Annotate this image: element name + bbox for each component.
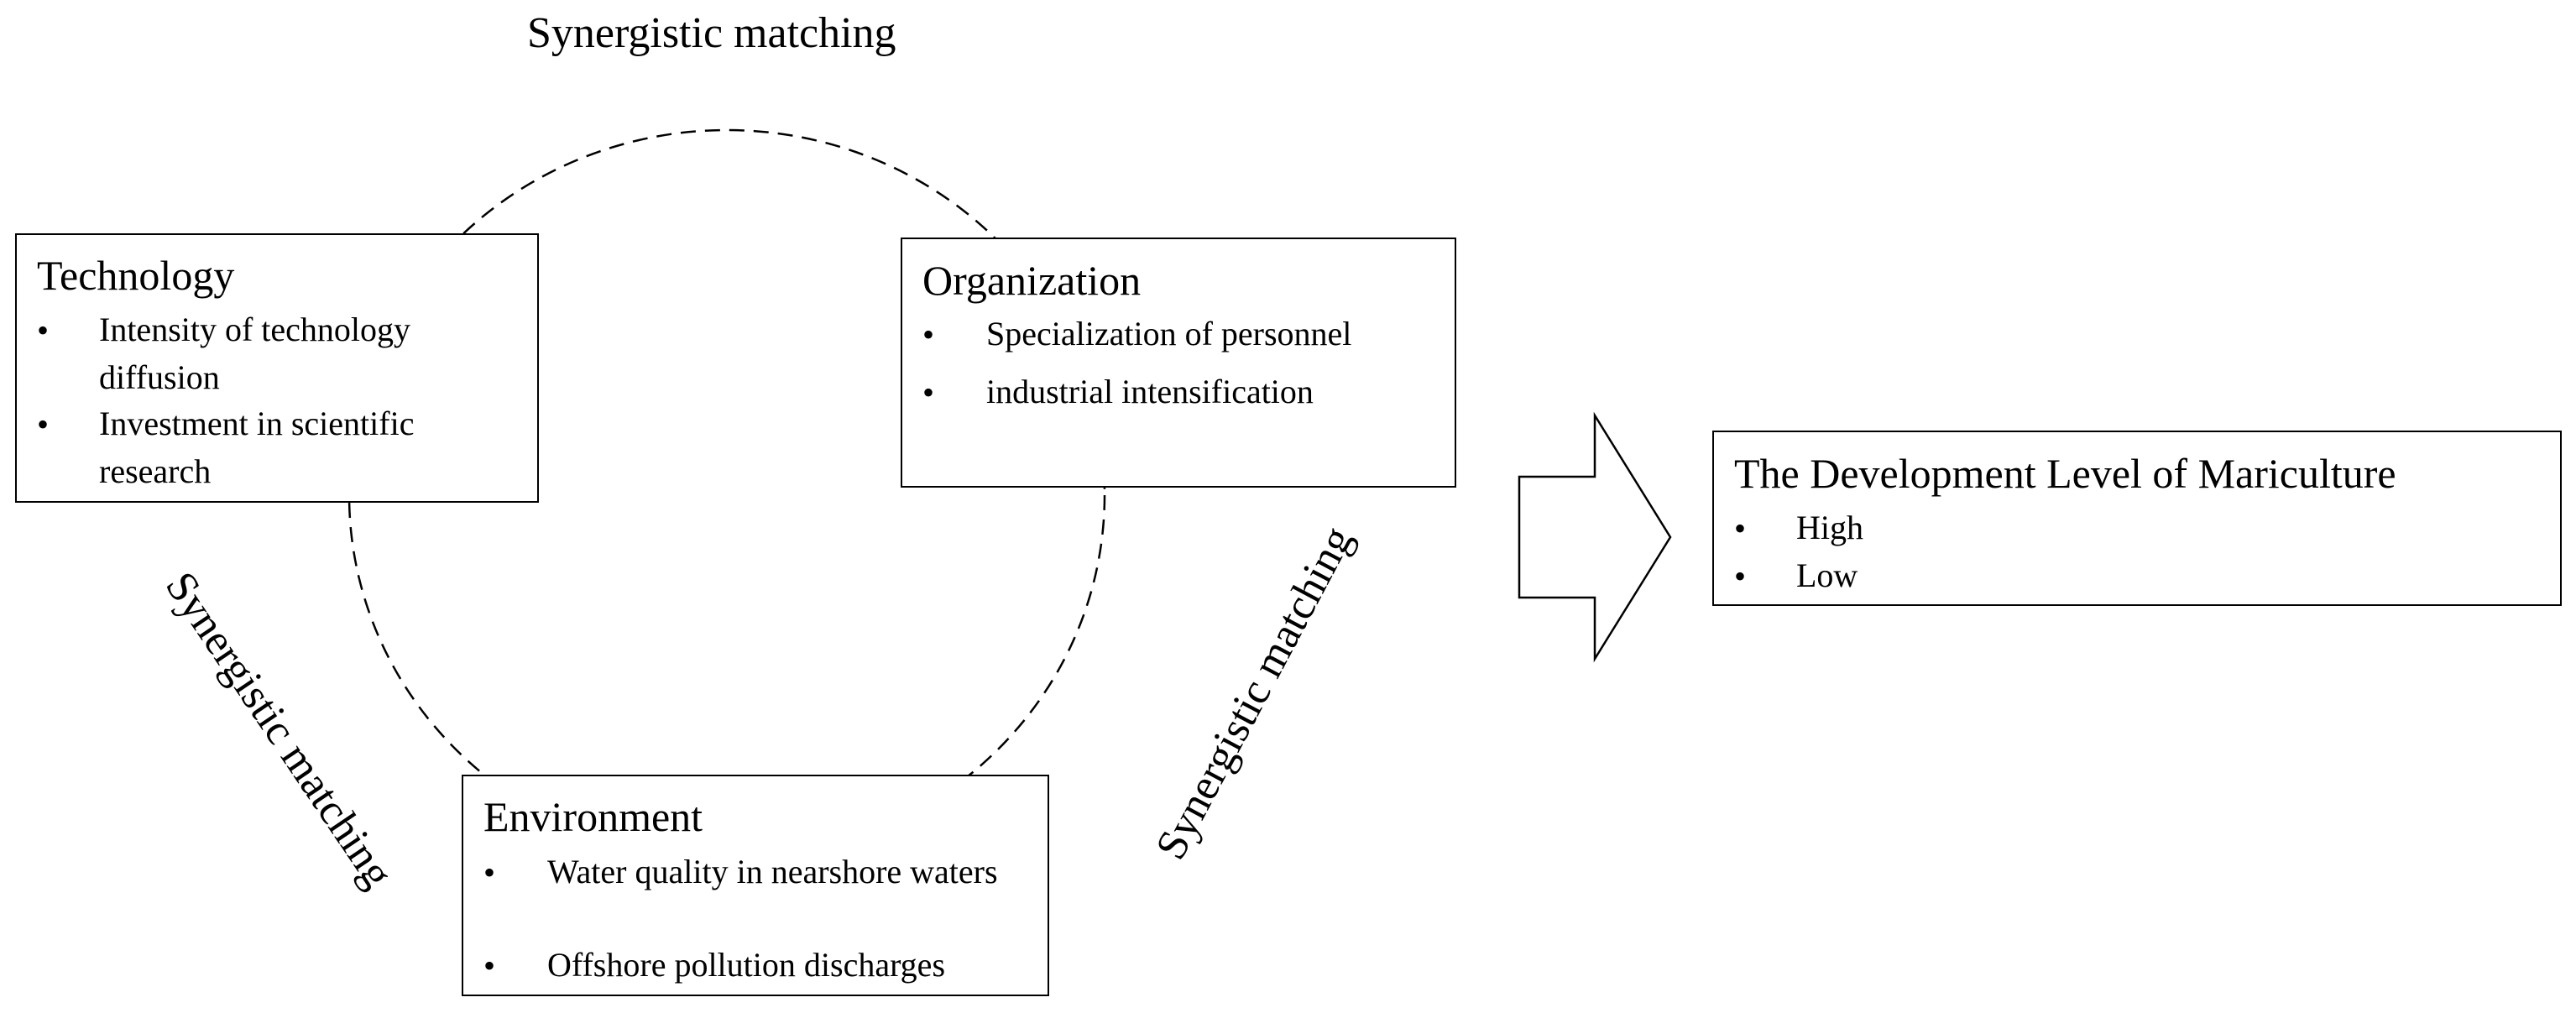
- technology-box: Technology • Intensity of technology dif…: [15, 233, 539, 503]
- organization-title: Organization: [922, 257, 1142, 304]
- bullet-icon: •: [1734, 557, 1747, 595]
- development-level-item: High: [1796, 509, 1863, 546]
- synergy-cycle-dashed-circle: [347, 128, 1106, 862]
- technology-item: Intensity of technology diffusion: [99, 311, 411, 396]
- development-level-item: Low: [1796, 556, 1858, 594]
- organization-box: Organization • Specialization of personn…: [901, 238, 1456, 488]
- technology-title: Technology: [37, 252, 235, 299]
- environment-item: Offshore pollution discharges: [547, 946, 946, 984]
- bullet-icon: •: [483, 854, 496, 891]
- relation-label-top: Synergistic matching: [527, 9, 896, 57]
- bullet-icon: •: [483, 947, 496, 984]
- bullet-icon: •: [1734, 509, 1747, 547]
- organization-item: Specialization of personnel: [986, 315, 1352, 352]
- bullet-icon: •: [922, 373, 935, 411]
- mariculture-development-title: The Development Level of Mariculture: [1734, 450, 2396, 497]
- environment-box: Environment • Water quality in nearshore…: [462, 775, 1049, 996]
- bullet-icon: •: [37, 405, 50, 443]
- mariculture-development-box: The Development Level of Mariculture • H…: [1712, 431, 2562, 606]
- environment-item: Water quality in nearshore waters: [547, 853, 998, 890]
- bullet-icon: •: [37, 311, 50, 349]
- result-arrow: [1518, 411, 1672, 663]
- bullet-icon: •: [922, 316, 935, 353]
- technology-item: Investment in scientific research: [99, 405, 415, 490]
- environment-title: Environment: [483, 793, 703, 840]
- organization-item: industrial intensification: [986, 373, 1314, 410]
